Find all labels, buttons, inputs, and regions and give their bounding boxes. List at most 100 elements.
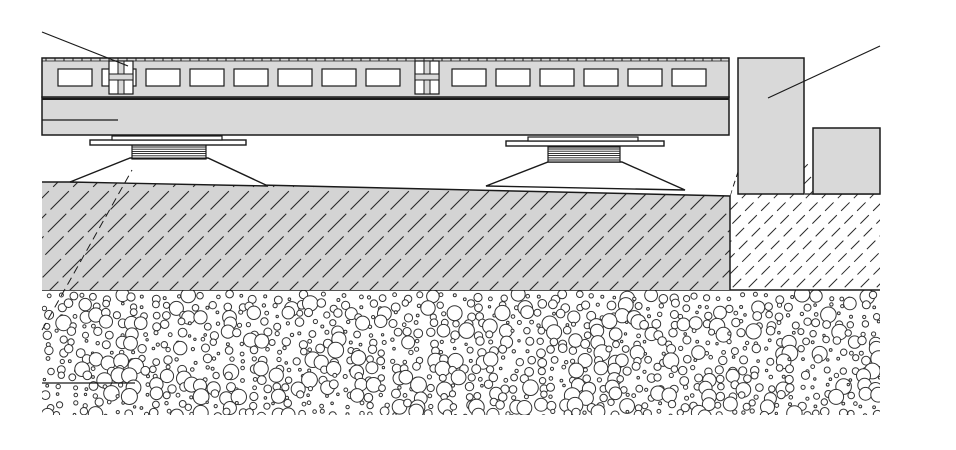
gravel-stone [471,364,482,375]
gravel-stone [536,294,541,299]
gravel-stone [465,393,474,401]
gravel-stone [275,314,279,319]
gravel-stone [829,296,835,302]
gravel-stone [694,373,704,383]
leader-line [41,169,133,331]
gravel-stone [682,335,692,345]
gravel-stone [862,314,867,320]
gravel-stone [412,361,421,371]
gravel-stone [473,292,483,303]
gravel-stone [527,355,537,365]
gravel-stone [236,322,243,328]
board-chamber [495,68,531,87]
board-chamber [321,68,357,87]
gravel-stone [498,344,508,354]
gravel-stone [298,340,308,350]
gravel-stone [224,346,234,355]
gravel-stone [152,322,162,332]
gravel-stone [149,365,157,374]
gravel-stone [152,358,161,367]
gravel-stone [173,340,188,356]
gravel-stone [244,408,254,415]
gravel-stone [398,369,414,385]
gravel-stone [633,409,643,415]
gravel-stone [436,301,444,309]
gravel-stone [745,323,762,340]
gravel-stone [144,411,150,415]
gravel-stone [549,366,555,371]
hatch-line [42,182,131,290]
gravel-stone [643,352,648,356]
gravel-stone [281,383,290,392]
gravel-stone [680,403,690,413]
gravel-stone [833,372,840,379]
gravel-stone [66,326,77,336]
gravel-stone [187,321,192,326]
gravel-stone [540,390,548,398]
gravel-stone [510,373,518,382]
gravel-stone [190,367,195,372]
gravel-stone [402,327,412,337]
gravel-stone [744,340,750,346]
gravel-stone [213,412,222,415]
gravel-stone [656,408,662,414]
gravel-stone [426,374,432,380]
gravel-stone [737,391,746,399]
gravel-stone [177,294,182,299]
gravel-stone [308,330,317,338]
gravel-stone [644,290,658,303]
gravel-stone [477,376,483,382]
gravel-stone [783,302,793,312]
gravel-stone [588,293,594,299]
gravel-stone [78,297,92,312]
gravel-stone [642,409,652,415]
gravel-stone [249,401,258,411]
gravel-stone [667,399,677,409]
gravel-stone [715,342,719,346]
gravel-stone [413,328,424,339]
gravel-stone [846,382,850,387]
gravel-stone [292,357,301,366]
gravel-stone [809,290,823,303]
gravel-stone [756,359,760,363]
gravel-stone [225,290,234,299]
gravel-stone [439,339,444,344]
gravel-stone [366,401,374,410]
gravel-stone [705,340,711,346]
gravel-stone [380,333,385,337]
hatch-line [0,170,30,300]
gravel-stone [239,351,245,357]
gravel-stone [131,350,136,355]
gravel-stone [812,409,820,415]
gravel-stone [541,414,546,415]
gravel-stone [515,358,524,367]
gravel-stone [92,393,99,399]
gravel-stone [776,390,786,400]
gravel-stone [562,383,566,388]
gravel-stone [377,374,385,382]
gravel-stone [254,333,270,349]
gravel-stone [826,358,830,362]
gravel-stone [753,394,759,400]
gravel-stone [276,356,282,363]
hatch-line [896,160,956,300]
gravel-stone [90,366,96,372]
gravel-stone [873,313,880,321]
gravel-stone [287,297,292,302]
gravel-stone [799,311,805,317]
gravel-stone [721,350,726,355]
gravel-stone [511,349,516,354]
gravel-stone [193,360,198,365]
gravel-stone [498,366,503,371]
gravel-stone [284,395,290,400]
gravel-stone [625,392,630,397]
gravel-stone [803,411,812,415]
gravel-stone [163,355,173,365]
gravel-stone [229,356,235,362]
kerb-tall [737,57,805,195]
gravel-stone [203,333,207,337]
gravel-stone [525,336,535,346]
gravel-stone [54,328,59,333]
screed-area [42,182,730,290]
gravel-stone [651,319,662,329]
